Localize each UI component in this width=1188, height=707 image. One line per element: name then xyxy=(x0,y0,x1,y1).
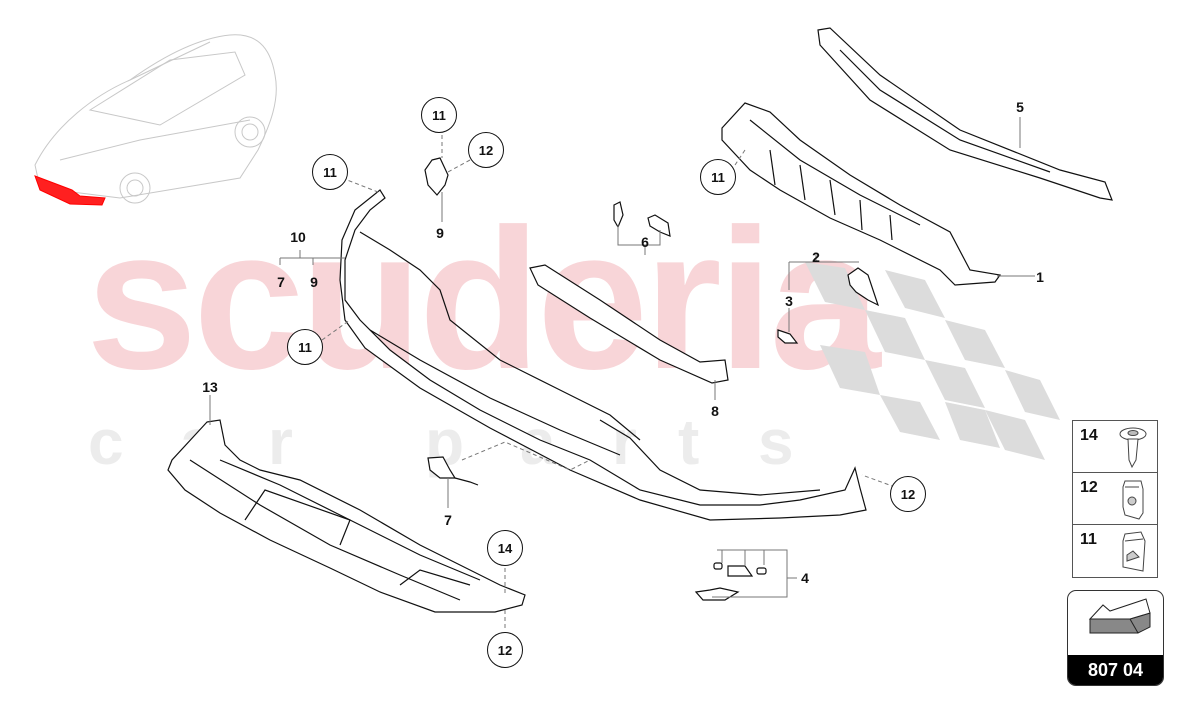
dashed-leaders xyxy=(321,128,896,630)
legend-item-11: 11 xyxy=(1073,525,1157,576)
highlighted-bumper xyxy=(34,175,106,206)
callout-12: 12 xyxy=(487,632,523,668)
checker-flag-icon xyxy=(805,262,1060,460)
legend-number: 11 xyxy=(1080,531,1097,548)
part-6-clip-left xyxy=(613,201,624,229)
part-9-bracket xyxy=(424,157,449,196)
reference-badge: 807 04 xyxy=(1067,590,1164,686)
part-label-5: 5 xyxy=(1016,99,1024,115)
screw-icon xyxy=(1119,427,1147,469)
callout-11: 11 xyxy=(421,97,457,133)
part-label-10: 10 xyxy=(290,229,306,245)
part-6-clip-right xyxy=(647,214,671,237)
spring-clip-icon xyxy=(1122,531,1146,572)
legend-item-14: 14 xyxy=(1073,421,1157,473)
fastener-legend: 14 12 11 xyxy=(1072,420,1158,578)
direction-arrow-icon xyxy=(1088,598,1151,634)
part-bumper-carrier xyxy=(339,189,867,521)
clip-nut-icon xyxy=(1122,480,1144,520)
watermark-letter: c xyxy=(88,406,124,478)
watermark-letter: s xyxy=(758,406,794,478)
vehicle-thumbnail xyxy=(34,34,277,204)
part-2-bracket xyxy=(847,267,880,307)
part-label-1: 1 xyxy=(1036,269,1044,285)
reference-code: 807 04 xyxy=(1068,655,1163,685)
part-label-8: 8 xyxy=(711,403,719,419)
part-3-cap xyxy=(777,329,799,344)
callout-12: 12 xyxy=(890,476,926,512)
part-label-13: 13 xyxy=(202,379,218,395)
part-label-3: 3 xyxy=(785,293,793,309)
part-label-9: 9 xyxy=(310,274,318,290)
part-1-absorber xyxy=(721,102,1002,286)
watermark-letter: t xyxy=(678,406,700,478)
watermark-letter: r xyxy=(268,406,293,478)
part-label-4: 4 xyxy=(801,570,809,586)
part-label-6: 6 xyxy=(641,234,649,250)
callout-11: 11 xyxy=(287,329,323,365)
part-13-undertray xyxy=(167,419,526,613)
part-label-9: 9 xyxy=(436,225,444,241)
leader-lines xyxy=(209,117,1035,598)
callout-12: 12 xyxy=(468,132,504,168)
callout-11: 11 xyxy=(700,159,736,195)
part-label-7: 7 xyxy=(277,274,285,290)
part-7-tow-cap xyxy=(427,456,457,479)
part-8-bracket xyxy=(529,264,729,384)
part-4-clips xyxy=(694,562,767,601)
legend-number: 14 xyxy=(1080,427,1098,444)
legend-item-12: 12 xyxy=(1073,473,1157,525)
callout-11: 11 xyxy=(312,154,348,190)
part-label-2: 2 xyxy=(812,249,820,265)
watermark-brand: scuderia xyxy=(86,188,881,411)
part-label-7: 7 xyxy=(444,512,452,528)
legend-number: 12 xyxy=(1080,479,1098,496)
callout-14: 14 xyxy=(487,530,523,566)
part-5-reinforcement xyxy=(817,27,1113,201)
